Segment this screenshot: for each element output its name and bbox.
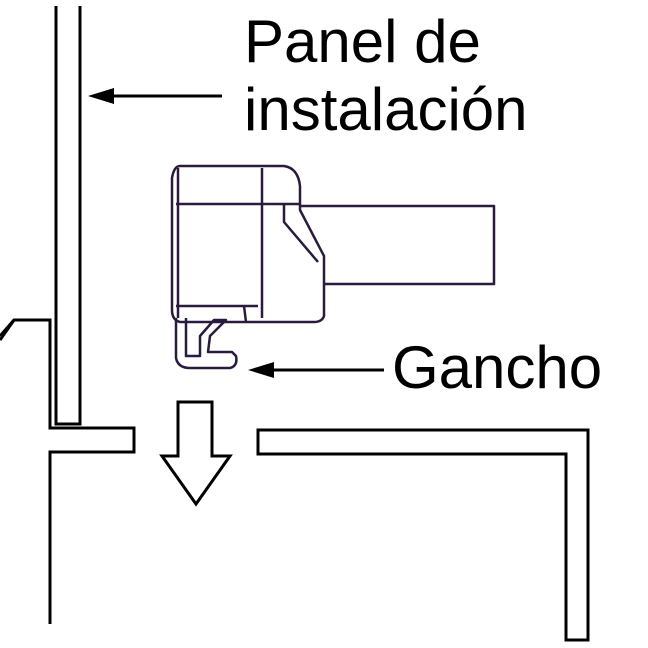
hook-label: Gancho (392, 334, 603, 401)
installation-panel (54, 6, 82, 426)
left-bracket-inner-edge (0, 319, 16, 341)
panel-label-line1: Panel de (244, 8, 481, 75)
hook-pointer-arrowhead (248, 362, 274, 378)
hook-clip-connector (170, 164, 496, 370)
hook (174, 318, 238, 370)
panel-label-line2: instalación (244, 76, 528, 143)
insertion-direction-arrow (159, 400, 233, 507)
panel-label: Panel de instalación (244, 8, 528, 144)
left-bracket (0, 318, 136, 624)
panel-pointer-arrowhead (88, 88, 114, 104)
right-bracket (256, 428, 590, 642)
